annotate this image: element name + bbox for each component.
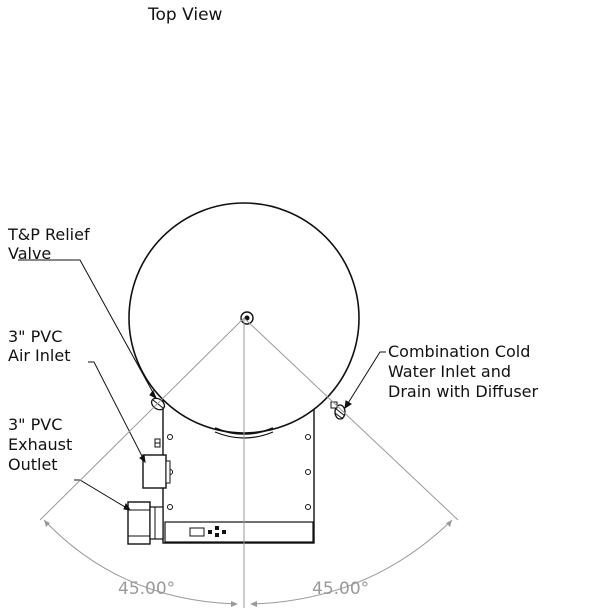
right-angle-label: 45.00° <box>312 579 369 599</box>
button-icon <box>215 526 219 530</box>
cold-water-label: Combination Cold Water Inlet and Drain w… <box>388 342 539 401</box>
control-panel <box>164 521 314 543</box>
left-angle-label: 45.00° <box>118 579 175 599</box>
button-icon <box>222 530 226 534</box>
display-icon <box>189 527 205 537</box>
exhaust-outlet-icon <box>127 501 164 545</box>
exhaust-outlet-label: 3" PVC Exhaust Outlet <box>8 415 77 474</box>
cold-water-inlet-icon <box>330 401 346 420</box>
view-title: Top View <box>147 5 223 25</box>
air-inlet-icon <box>142 454 171 489</box>
button-icon <box>215 533 219 537</box>
angle-dimensions <box>39 317 459 608</box>
button-icon <box>208 530 212 534</box>
leader-lines <box>18 259 386 511</box>
air-inlet-label: 3" PVC Air Inlet <box>8 327 70 365</box>
tp-relief-label: T&P Relief Valve <box>7 225 95 263</box>
